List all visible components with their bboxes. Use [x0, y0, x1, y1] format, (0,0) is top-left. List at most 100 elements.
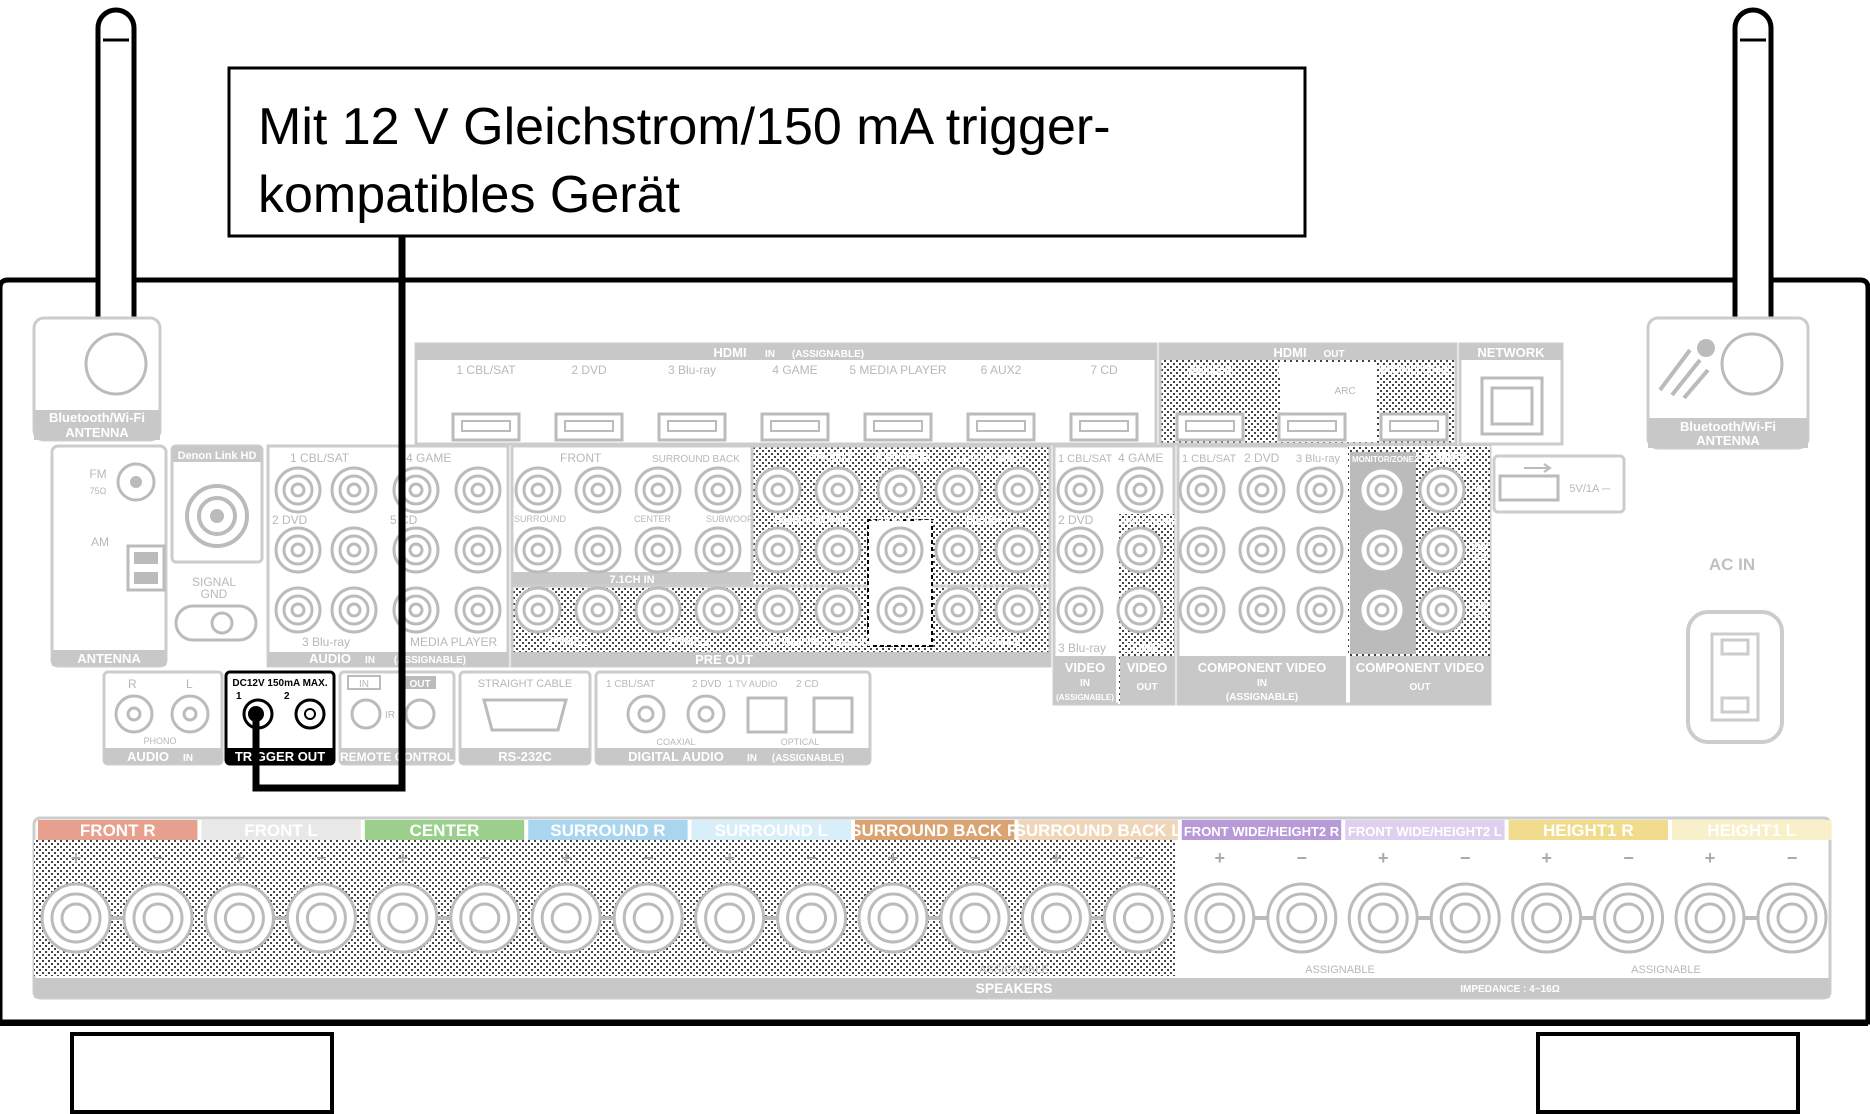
speaker-plus-label: + [1215, 848, 1226, 868]
hdmi-in-port-label: 6 AUX2 [981, 363, 1022, 377]
bt-right-label-2: ANTENNA [1696, 433, 1760, 448]
component-jack [1358, 586, 1406, 634]
pre-in-jack [634, 526, 682, 574]
component-y-label: Y [1476, 485, 1484, 497]
audio-in-label-4: 4 GAME [406, 451, 451, 465]
component-jack [1296, 466, 1344, 514]
speaker-channel: HEIGHT1 L+− [1672, 820, 1832, 954]
speaker-minus-label: − [970, 848, 981, 868]
digital-label-3: 1 TV AUDIO [728, 679, 777, 689]
audio-in-jack [454, 586, 502, 634]
video-in-assignable: (ASSIGNABLE) [1056, 693, 1114, 702]
hdmi-in-port [451, 412, 521, 442]
speaker-terminal [1674, 882, 1746, 954]
remote-in-label: IN [359, 679, 369, 690]
digital-audio: 1 CBL/SAT 2 DVD 1 TV AUDIO 2 CD COAXIAL … [594, 670, 872, 766]
hdmi-in-port-label: 5 MEDIA PLAYER [849, 363, 946, 377]
speaker-terminal [857, 882, 929, 954]
bt-left-label-2: ANTENNA [65, 425, 129, 440]
rs232c-title: RS-232C [498, 749, 552, 764]
speaker-plus-label: + [888, 848, 899, 868]
speaker-minus-label: − [643, 848, 654, 868]
speaker-channel: SURROUND L+− [691, 820, 851, 954]
bluetooth-antenna-right-block: Bluetooth/Wi-Fi ANTENNA [1646, 316, 1810, 450]
speaker-plus-label: + [234, 848, 245, 868]
speaker-minus-label: − [1460, 848, 1471, 868]
speaker-channel-label: SURROUND BACK R [850, 821, 1019, 840]
speaker-channel: HEIGHT1 R+− [1508, 820, 1668, 954]
pre-out-jack [514, 586, 562, 634]
speaker-minus-label: − [153, 848, 164, 868]
speakers-title: SPEAKERS [975, 980, 1052, 996]
bt-left-label-1: Bluetooth/Wi-Fi [49, 410, 145, 425]
speaker-channel-color-bar [1018, 820, 1178, 840]
antenna-right [1732, 7, 1774, 373]
hdmi-in-port-label: 2 DVD [571, 363, 607, 377]
audio-in-jack [454, 526, 502, 574]
hdmi-in-tag: IN [765, 349, 775, 360]
component-jack [1238, 586, 1286, 634]
speaker-minus-label: − [1297, 848, 1308, 868]
component-out-title: COMPONENT VIDEO [1356, 660, 1485, 675]
callout-box [227, 66, 1307, 238]
speaker-plus-label: + [398, 848, 409, 868]
speaker-channel-label: FRONT R [80, 821, 156, 840]
pre-in-jack [634, 466, 682, 514]
hdmi-out-tag: OUT [1323, 349, 1344, 360]
speaker-minus-label: − [1787, 848, 1798, 868]
trigger-title: TRIGGER OUT [235, 749, 325, 764]
video-section: 1 CBL/SAT 4 GAME 2 DVD MONITOR/ZONE2 3 B… [1052, 444, 1180, 706]
hdmi-in-port [1069, 412, 1139, 442]
signal-gnd-label-2: GND [201, 587, 228, 601]
speaker-terminal [122, 882, 194, 954]
pre-out-front-label: FRONT [808, 450, 853, 465]
trigger-2-label: 2 [284, 691, 290, 702]
hdmi-out-title: HDMI [1273, 345, 1306, 360]
remote-out-label: OUT [409, 679, 430, 690]
am-label: AM [91, 535, 109, 549]
component-pr-label: PR/ [1472, 600, 1488, 610]
trigger-1-label: 1 [236, 691, 242, 702]
fm-label: FM [89, 467, 106, 481]
hdmi-out-port [1379, 412, 1449, 442]
component-jack [1358, 526, 1406, 574]
component-cr-label: CR [1474, 610, 1487, 620]
speakers-assignable-3: ASSIGNABLE [1631, 964, 1701, 976]
pre-out-jack [994, 586, 1042, 634]
speaker-channel-label: CENTER [410, 821, 480, 840]
speaker-plus-label: + [1541, 848, 1552, 868]
pre-in-jack [514, 526, 562, 574]
speaker-plus-label: + [561, 848, 572, 868]
remote-control: IN OUT IR REMOTE CONTROL [338, 670, 456, 766]
video-jack [1056, 586, 1104, 634]
pre-out-jack [754, 466, 802, 514]
digital-label-1: 1 CBL/SAT [606, 679, 655, 690]
video-port-4-label: 4 GAME [1118, 451, 1163, 465]
denon-link-label: Denon Link HD [178, 450, 257, 462]
component-video-section: 1 CBL/SAT 2 DVD 3 Blu-ray MONITOR/ZONE2 … [1176, 444, 1492, 706]
speaker-channel-color-bar [1345, 820, 1505, 840]
component-cb-label: CB [1474, 552, 1487, 562]
speaker-channel: SURROUND R+− [528, 820, 688, 954]
pre-in-front-label: FRONT [560, 451, 602, 465]
video-out-title: VIDEO [1127, 660, 1167, 675]
pre-in-jack [514, 466, 562, 514]
video-in-tag: IN [1080, 678, 1090, 689]
pre-out-section: FRONT CENTER FRONT WIDE SURROUND SUBWOOF… [510, 444, 1052, 668]
ac-in: AC IN [1686, 555, 1784, 744]
trigger-cable [252, 236, 406, 792]
video-monitor-zone2-label: MONITOR/ZONE2 [1122, 519, 1180, 526]
hdmi-out-port-label: MONITOR2 [1380, 362, 1448, 377]
speaker-channel-color-bar [201, 820, 361, 840]
speaker-terminal [1347, 882, 1419, 954]
speakers-assignable-2: ASSIGNABLE [1305, 964, 1375, 976]
speaker-terminal [1184, 882, 1256, 954]
component-jack [1238, 466, 1286, 514]
video-in-title: VIDEO [1065, 660, 1105, 675]
speaker-plus-label: + [724, 848, 735, 868]
component-port-3-label: 3 Blu-ray [1296, 453, 1341, 465]
speaker-channel: SURROUND BACK L+− [1015, 820, 1182, 954]
speaker-terminal [1266, 882, 1338, 954]
